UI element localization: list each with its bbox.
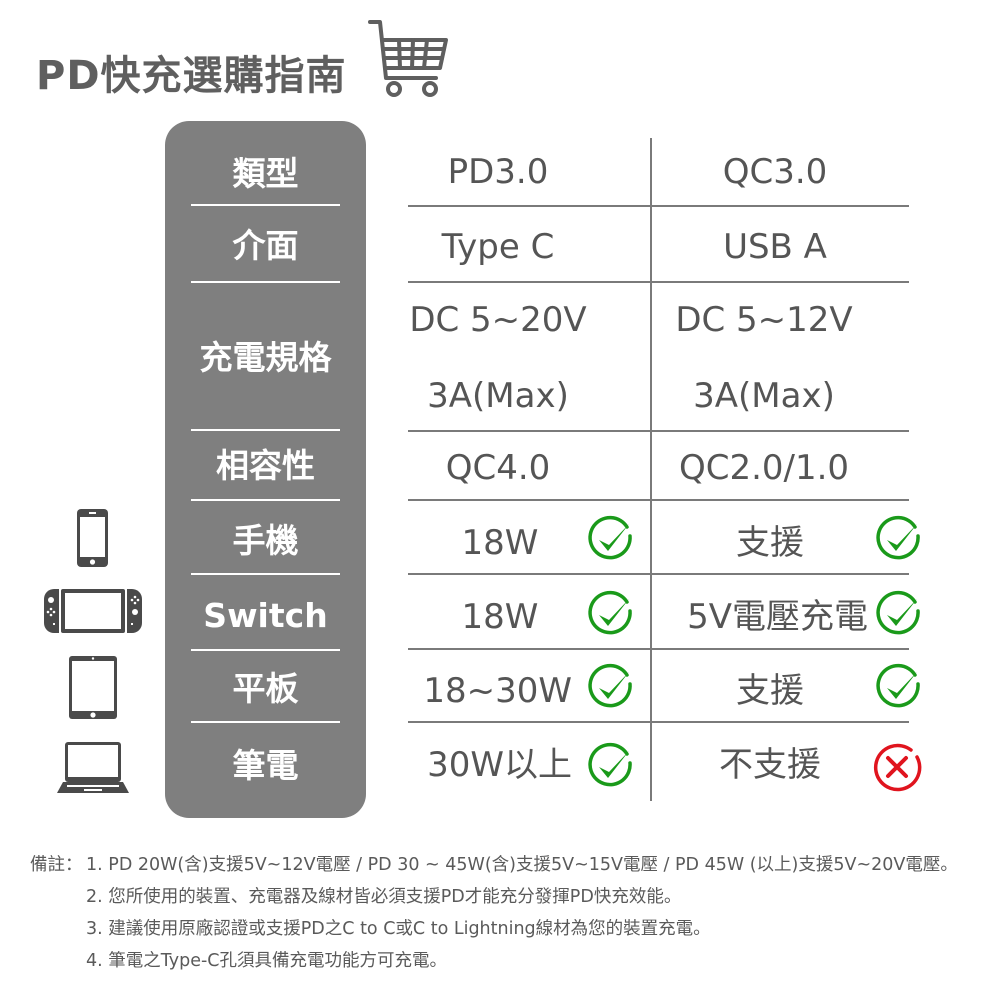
qc-voltage: DC 5~12V [675,300,853,340]
note-item: 2. 您所使用的裝置、充電器及線材皆必須支援PD才能充分發揮PD快充效能。 [86,887,682,907]
divider [191,499,340,501]
check-circle-icon [588,663,632,708]
pd-compatibility: QC4.0 [445,448,551,488]
notes-prefix: 備註： [30,855,83,875]
row-divider [408,281,909,283]
divider [191,429,340,431]
row-divider [408,648,909,650]
x-circle-icon [874,743,922,792]
qc-interface: USB A [723,227,827,267]
column-divider [650,138,652,801]
check-circle-icon [588,742,632,787]
row-label-charging-spec: 充電規格 [199,338,332,377]
shopping-cart-icon [368,20,448,97]
tablet-icon [69,656,117,719]
pd-interface: Type C [441,227,555,267]
note-item: 4. 筆電之Type-C孔須具備充電功能方可充電。 [86,951,447,971]
qc-current: 3A(Max) [693,376,835,416]
row-label-type: 類型 [232,154,299,193]
row-divider [408,573,909,575]
row-label-switch: Switch [203,596,328,635]
pd-type: PD3.0 [447,152,549,192]
row-label-tablet: 平板 [232,669,299,708]
qc-laptop-support: 不支援 [719,745,821,785]
row-divider [408,721,909,723]
check-circle-icon [588,590,632,635]
page-title: PD快充選購指南 [36,53,347,99]
check-circle-icon [588,515,632,560]
qc-type: QC3.0 [722,152,828,192]
note-item: 1. PD 20W(含)支援5V~12V電壓 / PD 30 ~ 45W(含)支… [86,855,958,875]
pd-tablet-power: 18~30W [423,671,572,711]
qc-tablet-support: 支援 [736,671,804,711]
qc-phone-support: 支援 [736,523,804,563]
smartphone-icon [77,509,108,567]
divider [191,649,340,651]
qc-compatibility: QC2.0/1.0 [678,448,850,488]
pd-current: 3A(Max) [427,376,569,416]
qc-switch-support: 5V電壓充電 [687,597,868,637]
divider [191,204,340,206]
divider [191,281,340,283]
pd-voltage: DC 5~20V [409,300,587,340]
row-label-interface: 介面 [232,226,299,265]
check-circle-icon [876,663,920,708]
row-divider [408,205,909,207]
pd-switch-power: 18W [461,597,539,637]
check-circle-icon [876,590,920,635]
row-label-phone: 手機 [232,521,299,560]
pd-phone-power: 18W [461,523,539,563]
pd-laptop-power: 30W以上 [427,745,572,785]
divider [191,573,340,575]
row-label-panel: 類型 介面 充電規格 相容性 手機 Switch 平板 筆電 [165,121,366,818]
row-label-compatibility: 相容性 [216,446,315,485]
game-console-icon [44,589,142,633]
row-divider [408,499,909,501]
check-circle-icon [876,515,920,560]
divider [191,721,340,723]
laptop-icon [57,742,129,793]
row-label-laptop: 筆電 [232,746,299,785]
row-divider [408,430,909,432]
note-item: 3. 建議使用原廠認證或支援PD之C to C或C to Lightning線材… [86,919,711,939]
